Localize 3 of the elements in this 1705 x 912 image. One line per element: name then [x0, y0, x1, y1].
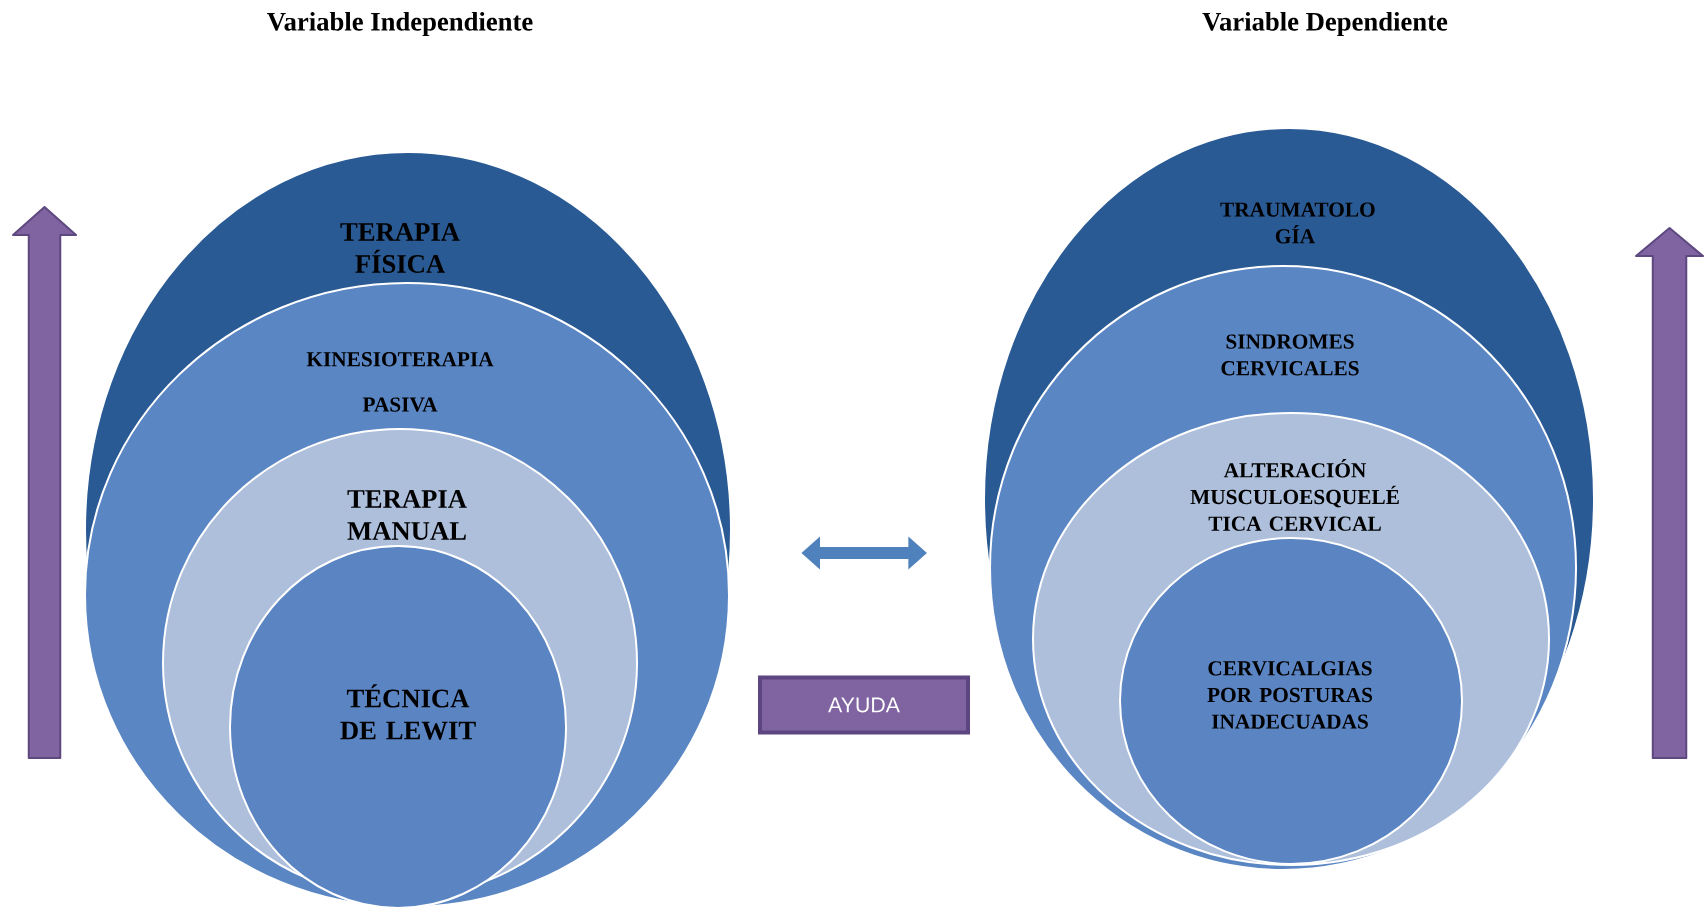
heading: Variable Independiente	[267, 11, 533, 37]
heading: Variable Dependiente	[1202, 11, 1448, 37]
label-box: AYUDA	[758, 675, 970, 735]
